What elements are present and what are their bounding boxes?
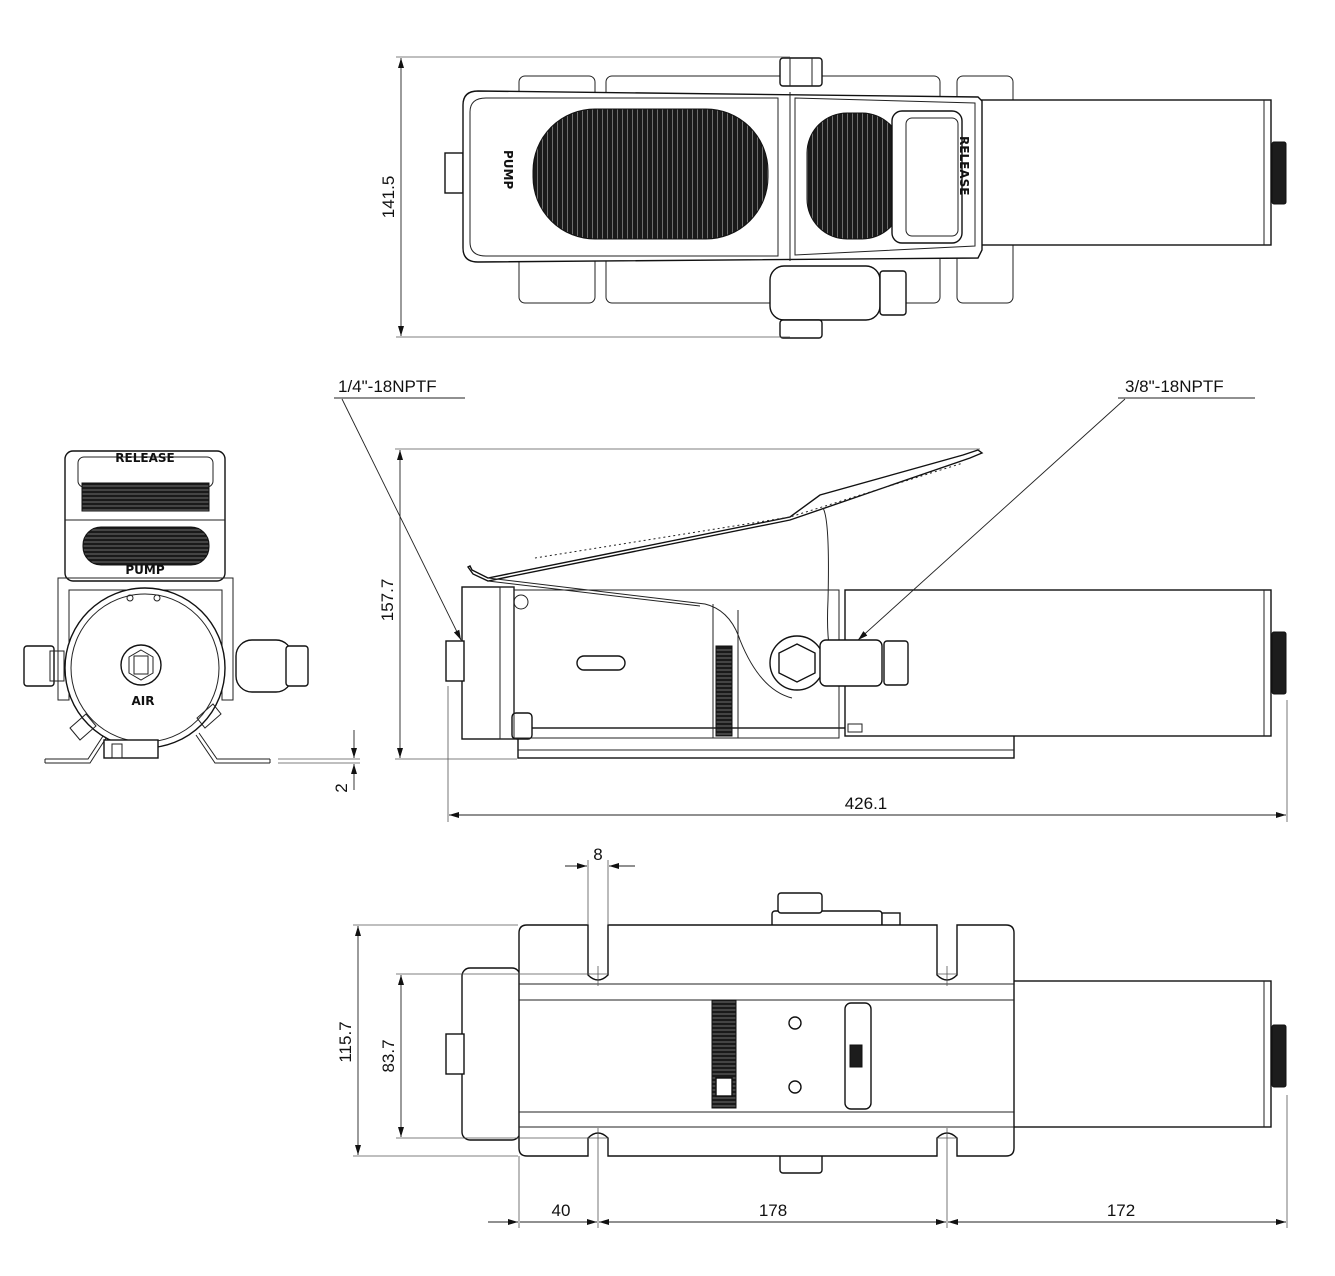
end-base-foot [45, 732, 270, 764]
side-sight-slot [576, 655, 626, 671]
side-pedal [466, 449, 984, 582]
end-view: RELEASE PUMP AIR 2 [23, 450, 360, 793]
dim-label-157-7: 157.7 [378, 579, 397, 622]
top-lower-hex [779, 319, 823, 339]
end-pump-pad [82, 526, 210, 566]
side-reservoir [844, 589, 1272, 737]
end-air-inlet [120, 644, 162, 686]
bottom-view: 8 115.7 83.7 40 178 172 [336, 845, 1288, 1228]
top-view: PUMP RELEASE 141.5 [379, 56, 1287, 339]
dim-label-172: 172 [1107, 1201, 1135, 1220]
bottom-reservoir [1011, 980, 1272, 1128]
dim-label-178: 178 [759, 1201, 787, 1220]
top-stamp-pump: PUMP [501, 150, 515, 189]
end-left-fitting [23, 645, 55, 687]
side-reservoir-cap [1271, 631, 1287, 695]
label-inlet-port: 1/4"-18NPTF [338, 377, 437, 396]
side-inlet-fitting [445, 640, 465, 682]
dim-label-40: 40 [552, 1201, 571, 1220]
bottom-upper-hex [777, 892, 823, 914]
top-inlet-fitting [444, 152, 464, 194]
label-outlet-port: 3/8"-18NPTF [1125, 377, 1224, 396]
side-pedal-ribs [534, 462, 964, 559]
top-reservoir-cap [1271, 141, 1287, 205]
dim-label-2: 2 [332, 783, 351, 792]
side-outlet-hex [883, 640, 909, 686]
leader-outlet-port [857, 398, 1126, 641]
top-stamp-release: RELEASE [957, 136, 971, 195]
dim-label-115-7: 115.7 [336, 1021, 355, 1062]
end-stamp-air: AIR [132, 694, 155, 708]
dim-label-141-5: 141.5 [379, 176, 398, 219]
top-release-valve [769, 265, 881, 321]
side-spring [715, 645, 733, 737]
end-release-ribs [81, 482, 210, 512]
dim-label-83-7: 83.7 [379, 1039, 398, 1072]
bottom-base-plate [518, 924, 1015, 1157]
side-valve-hex [778, 643, 816, 683]
dim-label-426-1: 426.1 [845, 794, 888, 813]
bottom-front-block [461, 967, 521, 1141]
top-upper-hex [779, 57, 823, 87]
side-front-block [461, 586, 515, 740]
end-stamp-pump: PUMP [125, 563, 164, 577]
top-release-button [891, 110, 963, 244]
side-view: 1/4"-18NPTF 3/8"-18NPTF 157.7 426.1 [334, 377, 1288, 822]
leader-inlet-port [341, 398, 462, 641]
end-stamp-release: RELEASE [115, 451, 174, 465]
top-release-pad [806, 112, 903, 240]
end-right-hex [285, 645, 309, 687]
top-pump-pad [532, 108, 769, 240]
dim-label-8: 8 [593, 845, 602, 864]
bottom-screw-lower [788, 1080, 802, 1094]
top-outlet-hex [879, 270, 907, 316]
bottom-reservoir-cap [1271, 1024, 1287, 1088]
end-right-fitting [235, 639, 293, 693]
bottom-screw-upper [788, 1016, 802, 1030]
top-reservoir [974, 99, 1272, 246]
